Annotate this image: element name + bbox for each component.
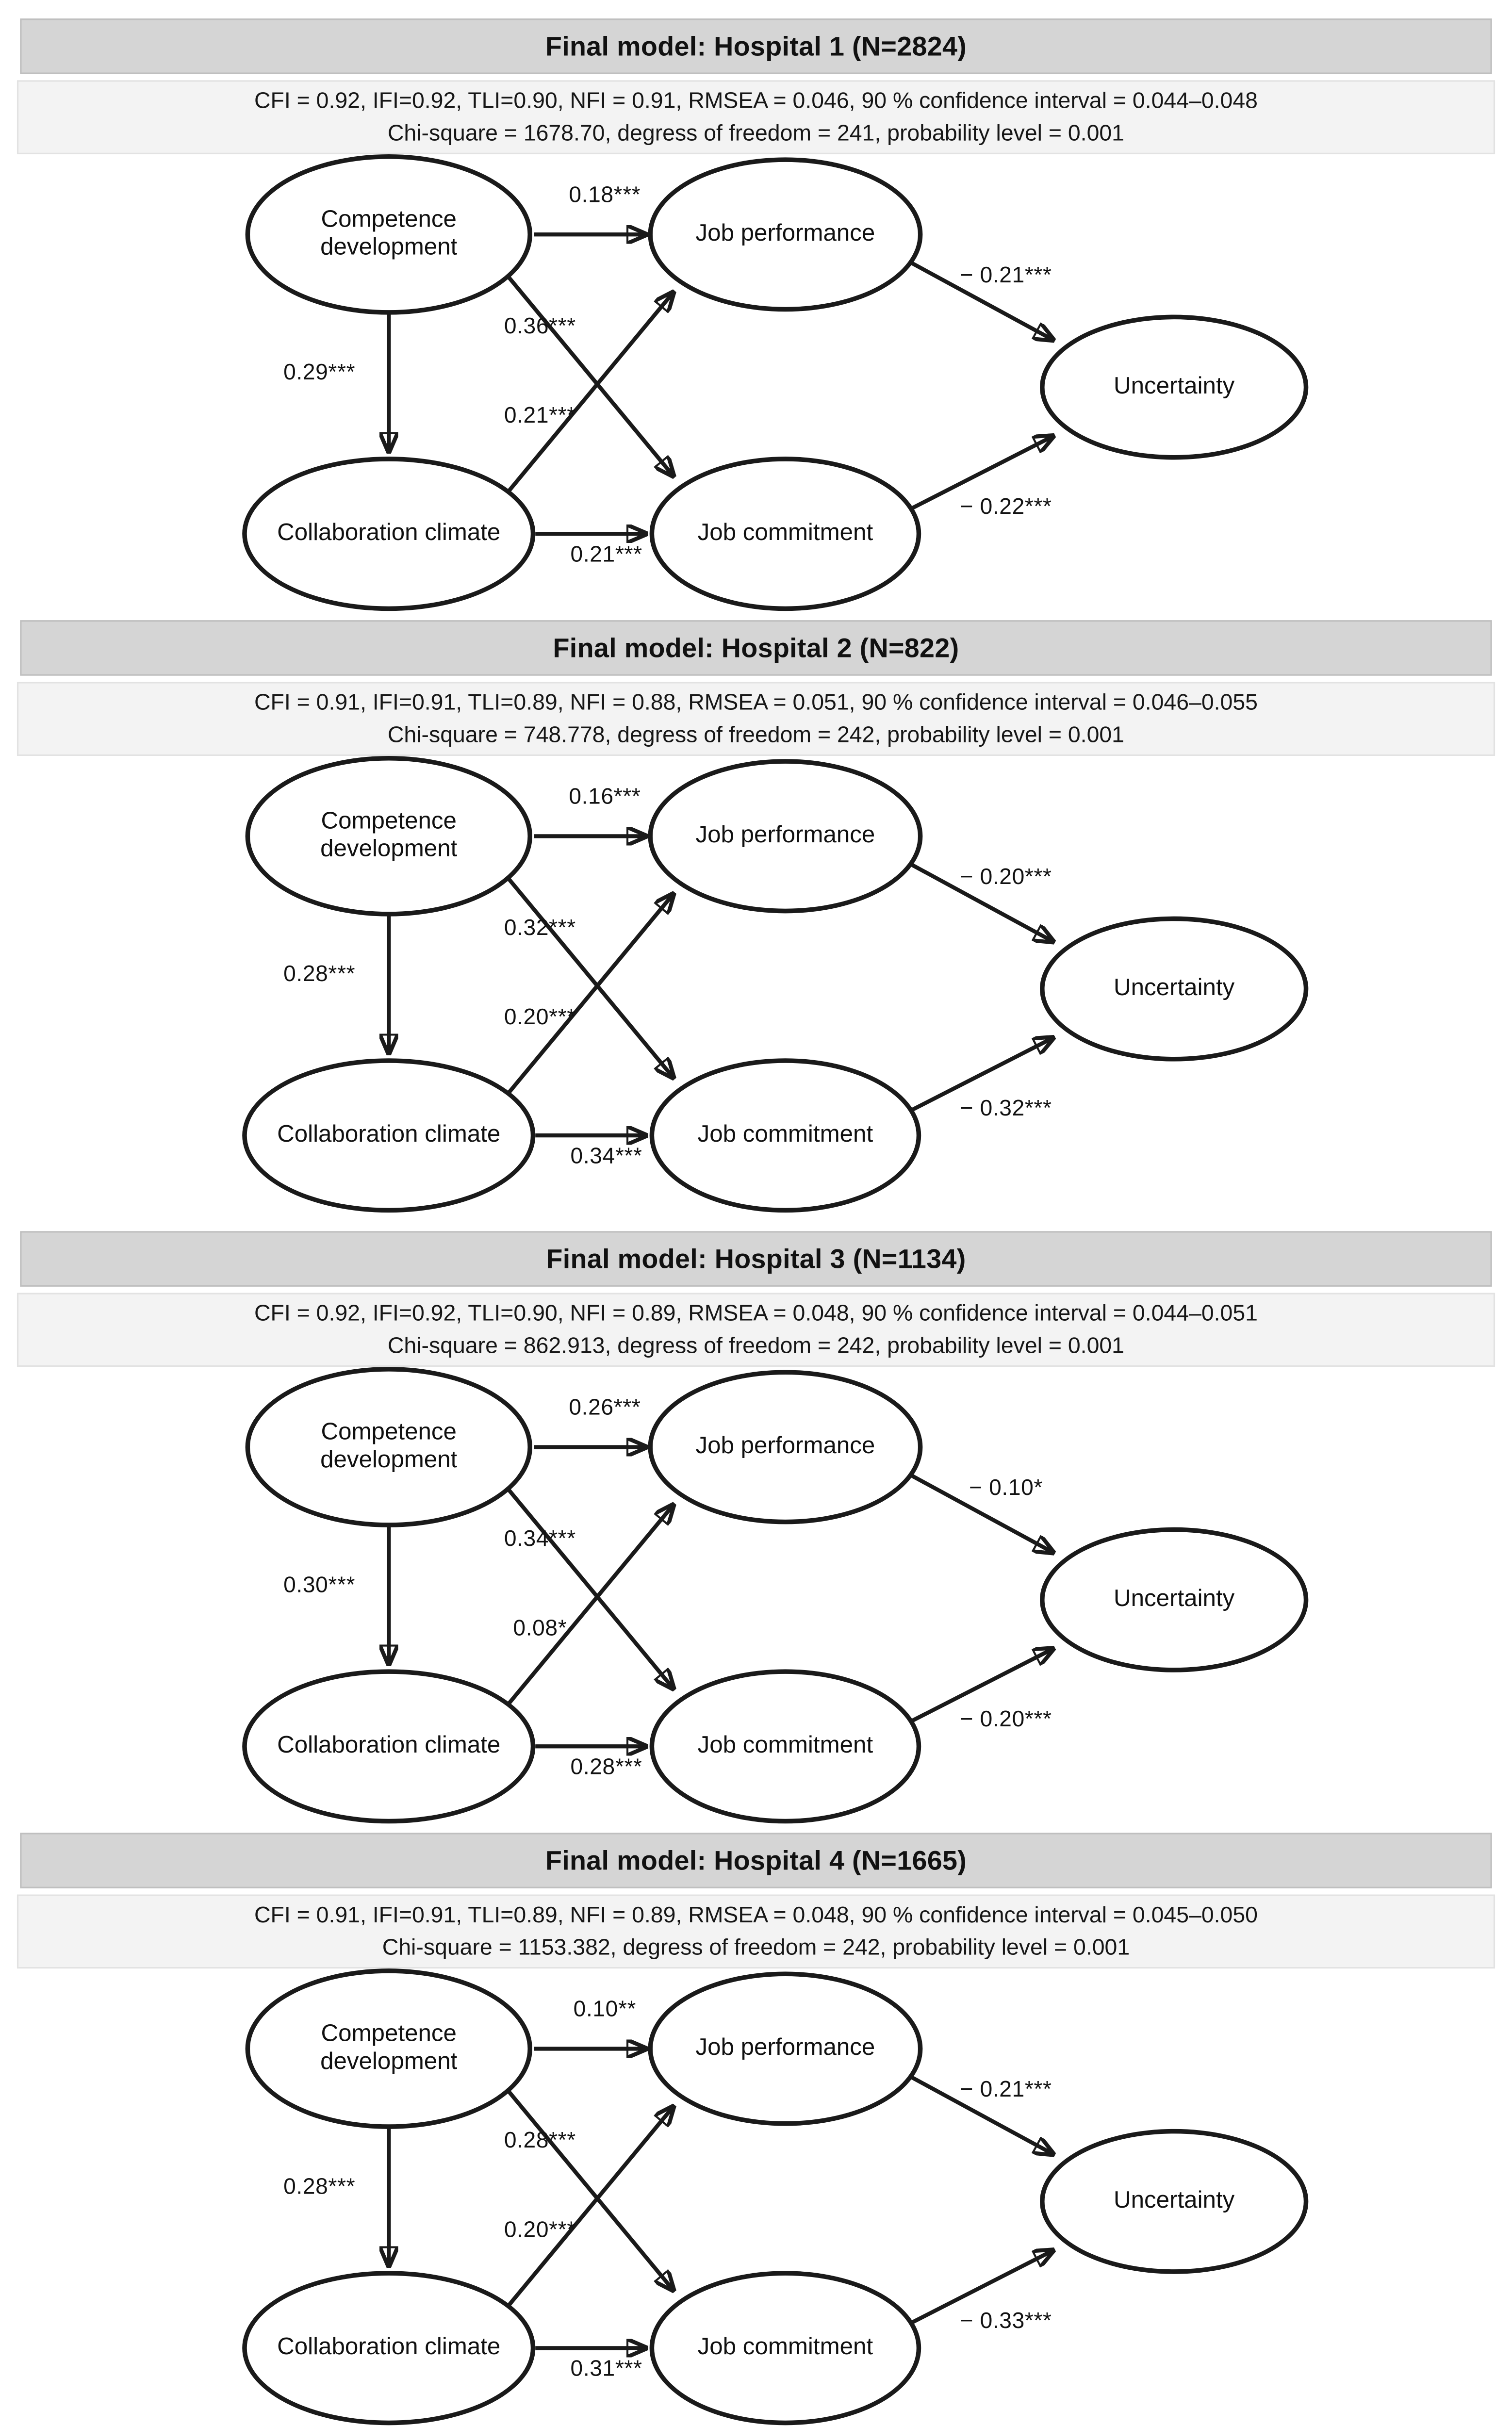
chi-square-line: Chi-square = 1678.70, degress of freedom… (387, 122, 1125, 147)
fit-statistics-bar: CFI = 0.91, IFI=0.91, TLI=0.89, NFI = 0.… (16, 682, 1496, 756)
node-competence-development: Competence development (245, 755, 532, 917)
arrow-jp-uncertainty (909, 862, 1052, 941)
chi-square-line: Chi-square = 862.913, degress of freedom… (387, 1334, 1125, 1360)
arrow-jc-uncertainty (909, 2251, 1052, 2326)
panel-title: Final model: Hospital 2 (N=822) (553, 632, 959, 664)
path-diagram: Competence development Job performance C… (0, 154, 1512, 620)
node-competence-development: Competence development (245, 154, 532, 315)
arrow-jp-uncertainty (909, 260, 1052, 340)
path-arrows (0, 1367, 1512, 1833)
arrow-jc-uncertainty (909, 1038, 1052, 1113)
hospital-3-panel: Final model: Hospital 3 (N=1134) CFI = 0… (0, 1231, 1512, 1833)
coef-cd-jc: 0.28*** (504, 2129, 576, 2154)
node-uncertainty: Uncertainty (1040, 1527, 1309, 1672)
arrow-cd-jc (508, 1489, 673, 1688)
fit-statistics-bar: CFI = 0.92, IFI=0.92, TLI=0.90, NFI = 0.… (16, 80, 1496, 154)
coef-jc-uncertainty: − 0.33*** (960, 2309, 1052, 2334)
node-job-performance: Job performance (648, 1971, 923, 2126)
node-uncertainty: Uncertainty (1040, 314, 1309, 460)
node-competence-development: Competence development (245, 1367, 532, 1527)
coef-cd-jc: 0.36*** (504, 314, 576, 340)
coef-cd-jp: 0.16*** (569, 785, 641, 810)
node-job-commitment: Job commitment (649, 1058, 921, 1213)
node-job-performance: Job performance (648, 1370, 923, 1524)
fit-indices-line: CFI = 0.92, IFI=0.92, TLI=0.90, NFI = 0.… (254, 89, 1258, 115)
coef-cd-cc: 0.28*** (283, 963, 356, 987)
arrow-cd-jc (508, 276, 673, 475)
panel-header-bar: Final model: Hospital 1 (N=2824) (20, 18, 1492, 74)
node-collaboration-climate: Collaboration climate (242, 1058, 536, 1213)
arrow-cc-jp (508, 2107, 673, 2306)
coef-cc-jc: 0.21*** (570, 543, 642, 568)
arrow-jp-uncertainty (909, 1473, 1052, 1552)
path-diagram: Competence development Job performance C… (0, 755, 1512, 1231)
coef-cc-jp: 0.08* (513, 1617, 567, 1642)
coef-cd-jp: 0.18*** (569, 183, 641, 209)
panel-title: Final model: Hospital 4 (N=1665) (545, 1845, 967, 1876)
coef-cc-jp: 0.21*** (504, 404, 576, 429)
coef-cd-jp: 0.10** (573, 1998, 637, 2023)
coef-cd-jp: 0.26*** (569, 1396, 641, 1421)
coef-cc-jp: 0.20*** (504, 1006, 576, 1031)
node-collaboration-climate: Collaboration climate (242, 2271, 536, 2426)
path-arrows (0, 154, 1512, 620)
path-diagram: Competence development Job performance C… (0, 1367, 1512, 1833)
node-competence-development: Competence development (245, 1968, 532, 2129)
coef-jc-uncertainty: − 0.22*** (960, 495, 1052, 520)
node-job-commitment: Job commitment (649, 1669, 921, 1824)
panel-header-bar: Final model: Hospital 2 (N=822) (20, 620, 1492, 676)
coef-cc-jc: 0.28*** (570, 1755, 642, 1781)
fit-statistics-bar: CFI = 0.92, IFI=0.92, TLI=0.90, NFI = 0.… (16, 1293, 1496, 1367)
coef-cc-jc: 0.34*** (570, 1145, 642, 1170)
node-uncertainty: Uncertainty (1040, 916, 1309, 1062)
node-collaboration-climate: Collaboration climate (242, 457, 536, 611)
path-diagram: Competence development Job performance C… (0, 1968, 1512, 2426)
arrow-cd-jc (508, 2090, 673, 2290)
chi-square-line: Chi-square = 748.778, degress of freedom… (387, 723, 1125, 749)
coef-jp-uncertainty: − 0.21*** (960, 2078, 1052, 2103)
panel-title: Final model: Hospital 1 (N=2824) (545, 31, 967, 62)
hospital-4-panel: Final model: Hospital 4 (N=1665) CFI = 0… (0, 1833, 1512, 2426)
fit-indices-line: CFI = 0.92, IFI=0.92, TLI=0.90, NFI = 0.… (254, 1302, 1258, 1327)
coef-cd-cc: 0.30*** (283, 1574, 356, 1599)
coef-jc-uncertainty: − 0.20*** (960, 1707, 1052, 1733)
fit-statistics-bar: CFI = 0.91, IFI=0.91, TLI=0.89, NFI = 0.… (16, 1894, 1496, 1969)
arrow-cd-jc (508, 878, 673, 1077)
node-collaboration-climate: Collaboration climate (242, 1669, 536, 1824)
coef-cd-jc: 0.32*** (504, 916, 576, 941)
fit-indices-line: CFI = 0.91, IFI=0.91, TLI=0.89, NFI = 0.… (254, 1903, 1258, 1929)
panel-header-bar: Final model: Hospital 4 (N=1665) (20, 1833, 1492, 1888)
arrow-jp-uncertainty (909, 2075, 1052, 2154)
arrow-cc-jp (508, 895, 673, 1094)
path-arrows (0, 1968, 1512, 2426)
fit-indices-line: CFI = 0.91, IFI=0.91, TLI=0.89, NFI = 0.… (254, 691, 1258, 716)
chi-square-line: Chi-square = 1153.382, degress of freedo… (382, 1936, 1130, 1961)
coef-cd-cc: 0.29*** (283, 361, 356, 386)
node-job-performance: Job performance (648, 157, 923, 312)
node-uncertainty: Uncertainty (1040, 2129, 1309, 2274)
arrow-jc-uncertainty (909, 437, 1052, 511)
coef-cd-cc: 0.28*** (283, 2175, 356, 2200)
coef-cd-jc: 0.34*** (504, 1527, 576, 1552)
coef-jc-uncertainty: − 0.32*** (960, 1097, 1052, 1122)
arrow-cc-jp (508, 1506, 673, 1705)
coef-jp-uncertainty: − 0.20*** (960, 865, 1052, 890)
coef-cc-jc: 0.31*** (570, 2357, 642, 2382)
node-job-performance: Job performance (648, 759, 923, 914)
path-arrows (0, 756, 1512, 1222)
coef-jp-uncertainty: − 0.21*** (960, 263, 1052, 289)
coef-jp-uncertainty: − 0.10* (969, 1476, 1043, 1501)
coef-cc-jp: 0.20*** (504, 2218, 576, 2244)
hospital-1-panel: Final model: Hospital 1 (N=2824) CFI = 0… (0, 18, 1512, 620)
node-job-commitment: Job commitment (649, 2271, 921, 2426)
hospital-2-panel: Final model: Hospital 2 (N=822) CFI = 0.… (0, 620, 1512, 1231)
panel-title: Final model: Hospital 3 (N=1134) (546, 1243, 966, 1275)
arrow-cc-jp (508, 293, 673, 492)
node-job-commitment: Job commitment (649, 457, 921, 611)
panel-header-bar: Final model: Hospital 3 (N=1134) (20, 1231, 1492, 1287)
arrow-jc-uncertainty (909, 1649, 1052, 1724)
